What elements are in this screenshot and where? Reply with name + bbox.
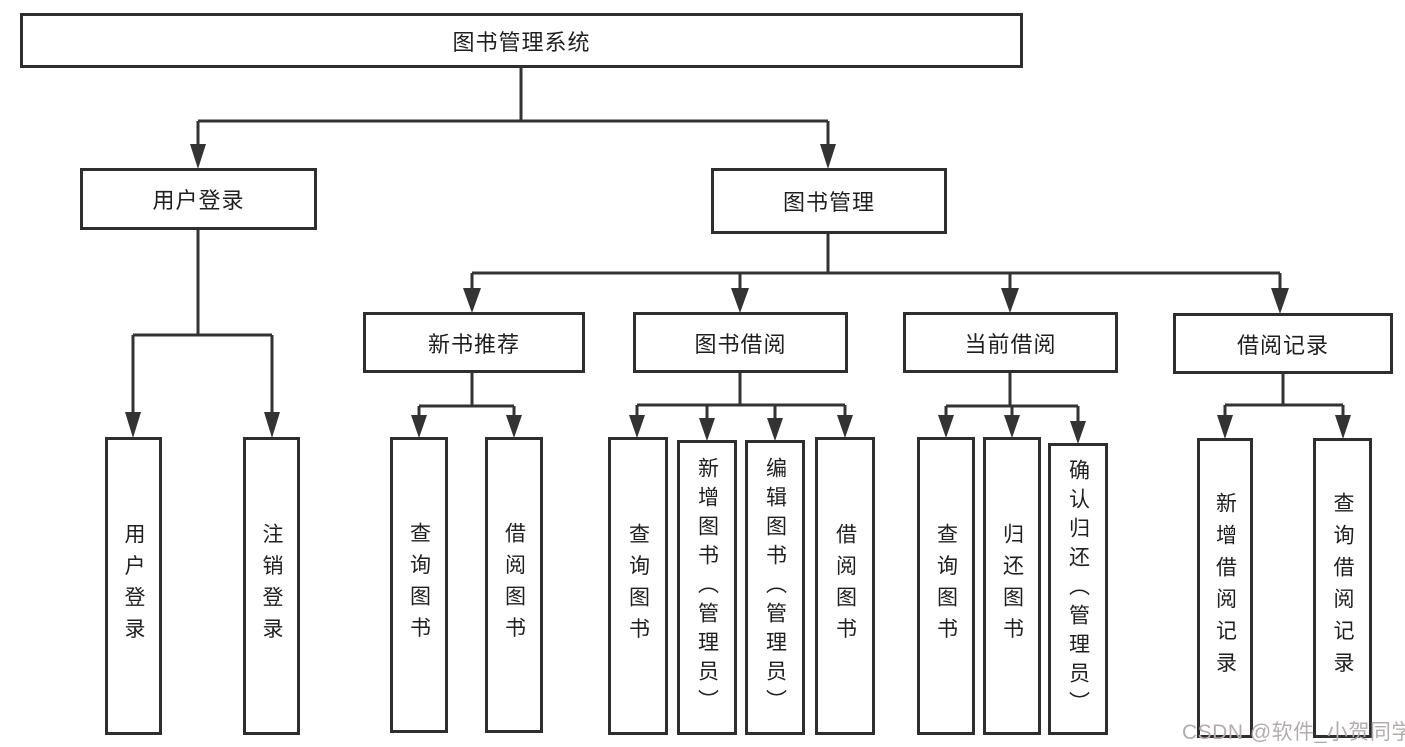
- connector-stems: [131, 68, 1345, 422]
- leaf-query-borrow-record-label: 查询借阅记录: [1331, 492, 1354, 684]
- leaf-add-borrow-record: 新增借阅记录: [1197, 438, 1253, 738]
- leaf-query-books-current: 查询图书: [917, 437, 975, 735]
- leaf-return-books-label: 归还图书: [1000, 523, 1024, 649]
- node-new-book-recommend-label: 新书推荐: [427, 331, 520, 357]
- leaf-edit-books-admin-label: 编辑图书（管理员）: [763, 457, 787, 718]
- node-book-borrowing: 图书借阅: [633, 312, 848, 373]
- node-current-borrowing-label: 当前借阅: [964, 331, 1057, 357]
- leaf-borrow-books-recommend-label: 借阅图书: [502, 522, 526, 648]
- leaf-add-books-admin-label: 新增图书（管理员）: [695, 457, 719, 718]
- node-book-borrowing-label: 图书借阅: [694, 331, 787, 357]
- leaf-borrow-books-borrowing-label: 借阅图书: [833, 523, 857, 649]
- leaf-return-books: 归还图书: [983, 437, 1041, 735]
- leaf-add-borrow-record-label: 新增借阅记录: [1213, 492, 1237, 684]
- leaf-confirm-return-admin: 确认归还（管理员）: [1048, 443, 1108, 735]
- leaf-query-books-borrowing: 查询图书: [608, 437, 668, 735]
- node-root-label: 图书管理系统: [452, 29, 591, 55]
- node-book-management-label: 图书管理: [782, 190, 875, 215]
- leaf-query-borrow-record: 查询借阅记录: [1313, 438, 1372, 738]
- leaf-user-login: 用户登录: [105, 437, 162, 735]
- leaf-borrow-books-recommend: 借阅图书: [485, 437, 543, 733]
- node-user-login-label: 用户登录: [152, 188, 245, 213]
- leaf-query-books-borrowing-label: 查询图书: [626, 523, 650, 649]
- node-user-login: 用户登录: [80, 168, 317, 230]
- node-current-borrowing: 当前借阅: [903, 312, 1118, 373]
- leaf-query-books-recommend-label: 查询图书: [407, 522, 431, 648]
- leaf-user-login-label: 用户登录: [122, 523, 145, 649]
- leaf-confirm-return-admin-label: 确认归还（管理员）: [1066, 458, 1090, 720]
- arrowheads: [125, 144, 1351, 444]
- csdn-watermark: CSDN @软件_小贺同学: [1182, 721, 1405, 744]
- node-borrow-records-label: 借阅记录: [1236, 332, 1329, 358]
- leaf-edit-books-admin: 编辑图书（管理员）: [745, 440, 805, 735]
- leaf-logout: 注销登录: [243, 437, 300, 735]
- node-borrow-records: 借阅记录: [1173, 313, 1393, 374]
- leaf-logout-label: 注销登录: [260, 523, 283, 649]
- node-new-book-recommend: 新书推荐: [363, 312, 585, 373]
- node-book-management: 图书管理: [711, 168, 947, 234]
- leaf-add-books-admin: 新增图书（管理员）: [677, 440, 737, 735]
- leaf-query-books-recommend: 查询图书: [390, 437, 448, 733]
- leaf-borrow-books-borrowing: 借阅图书: [815, 437, 875, 735]
- leaf-query-books-current-label: 查询图书: [934, 523, 958, 649]
- node-root: 图书管理系统: [20, 13, 1023, 68]
